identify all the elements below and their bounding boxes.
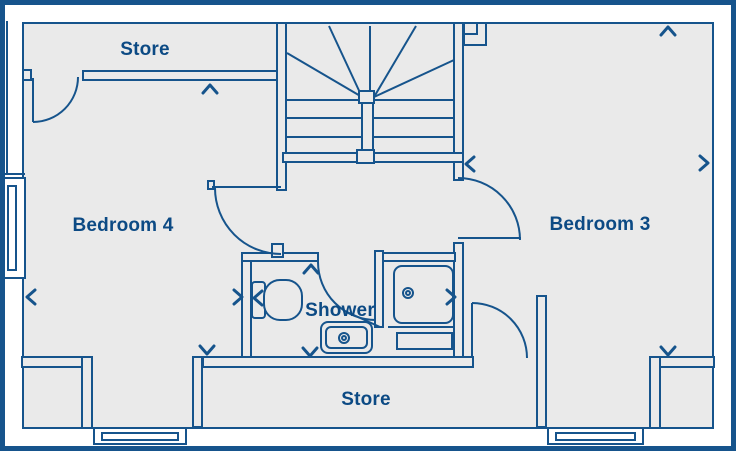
- room-label-store-top: Store: [120, 39, 170, 60]
- room-label-bedroom-3: Bedroom 3: [549, 214, 651, 235]
- washbasin-symbol: [320, 321, 373, 354]
- door-jamb: [207, 180, 215, 190]
- room-label-bedroom-4: Bedroom 4: [72, 215, 174, 236]
- interior-walls: [21, 22, 715, 429]
- chevron-left-icon: [252, 289, 264, 307]
- wall-segment: [453, 22, 464, 181]
- chevron-down-icon: [301, 346, 319, 358]
- stair-newel-cap: [356, 149, 375, 164]
- wall-segment: [192, 356, 203, 428]
- wall-segment: [241, 252, 252, 366]
- wall-cavity-line: [2, 21, 25, 175]
- window-symbol: [1, 177, 26, 279]
- closet-wall: [81, 356, 93, 429]
- door-swing-store-top: [32, 76, 79, 123]
- wall-segment: [536, 295, 547, 428]
- room-label-shower: Shower: [305, 300, 375, 321]
- wall-segment: [276, 22, 287, 191]
- chevron-up-icon: [659, 25, 677, 37]
- stair-newel: [361, 99, 374, 154]
- chevron-up-icon: [201, 83, 219, 95]
- chevron-down-icon: [198, 344, 216, 356]
- door-jamb: [22, 69, 32, 81]
- wall-segment: [374, 250, 384, 328]
- stair-newel-cap: [358, 90, 375, 104]
- wall-segment: [382, 252, 456, 262]
- door-swing-bedroom-4: [212, 186, 282, 255]
- staircase-symbol: [286, 25, 455, 164]
- chevron-left-icon: [25, 288, 37, 306]
- room-label-store-bottom: Store: [341, 389, 391, 410]
- chevron-down-icon: [659, 345, 677, 357]
- windows: [1, 21, 644, 445]
- chevron-right-icon: [232, 288, 244, 306]
- door-jamb: [271, 243, 284, 258]
- window-symbol: [547, 427, 644, 445]
- duct-notch: [463, 23, 487, 46]
- toilet-symbol: [251, 279, 303, 321]
- chevron-up-icon: [302, 263, 320, 275]
- doors: [32, 76, 528, 359]
- chevron-right-icon: [698, 154, 710, 172]
- wall-segment: [82, 70, 284, 81]
- chevron-left-icon: [464, 155, 476, 173]
- door-swing-store-bottom: [471, 302, 528, 359]
- wall-segment: [202, 356, 474, 368]
- door-swing-bedroom-3: [457, 177, 521, 241]
- window-symbol: [93, 427, 187, 445]
- closet-wall: [649, 356, 661, 429]
- chevron-markers: [25, 25, 710, 358]
- chevron-right-icon: [445, 288, 457, 306]
